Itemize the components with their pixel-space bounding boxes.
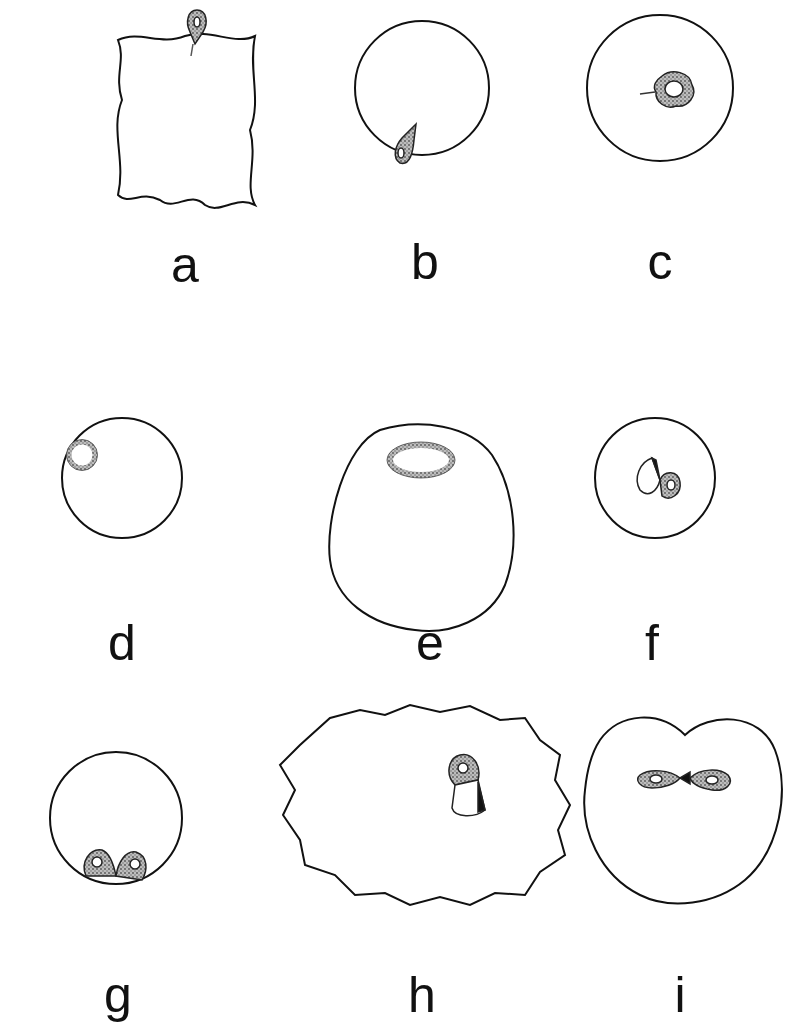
- panel-letter: d: [108, 618, 136, 668]
- parasite: [660, 473, 680, 498]
- cell-outline: [587, 15, 733, 161]
- panel-letter: h: [408, 970, 436, 1020]
- parasite: [116, 852, 146, 880]
- panel-letter: g: [104, 970, 132, 1020]
- parasite: [654, 72, 693, 107]
- panel-letter: e: [416, 618, 444, 668]
- parasite: [69, 442, 95, 468]
- cell-outline: [584, 718, 782, 904]
- panel-letter: c: [648, 237, 673, 287]
- cell-outline: [595, 418, 715, 538]
- parasite: [637, 458, 660, 494]
- parasite: [638, 771, 680, 788]
- cell-outline: [280, 705, 570, 905]
- panel-letter: f: [645, 618, 659, 668]
- cell-outline: [62, 418, 182, 538]
- cell-outline: [355, 21, 489, 155]
- parasite: [390, 445, 452, 475]
- cell-outline: [50, 752, 182, 884]
- parasite: [395, 124, 416, 163]
- parasite: [84, 850, 116, 876]
- panel-letter: b: [411, 237, 439, 287]
- cell-outline: [329, 424, 513, 631]
- parasite: [690, 770, 730, 790]
- panel-letter: i: [674, 970, 685, 1020]
- panel-letter: a: [171, 240, 199, 290]
- cell-outline: [117, 34, 255, 208]
- parasite: [188, 10, 207, 44]
